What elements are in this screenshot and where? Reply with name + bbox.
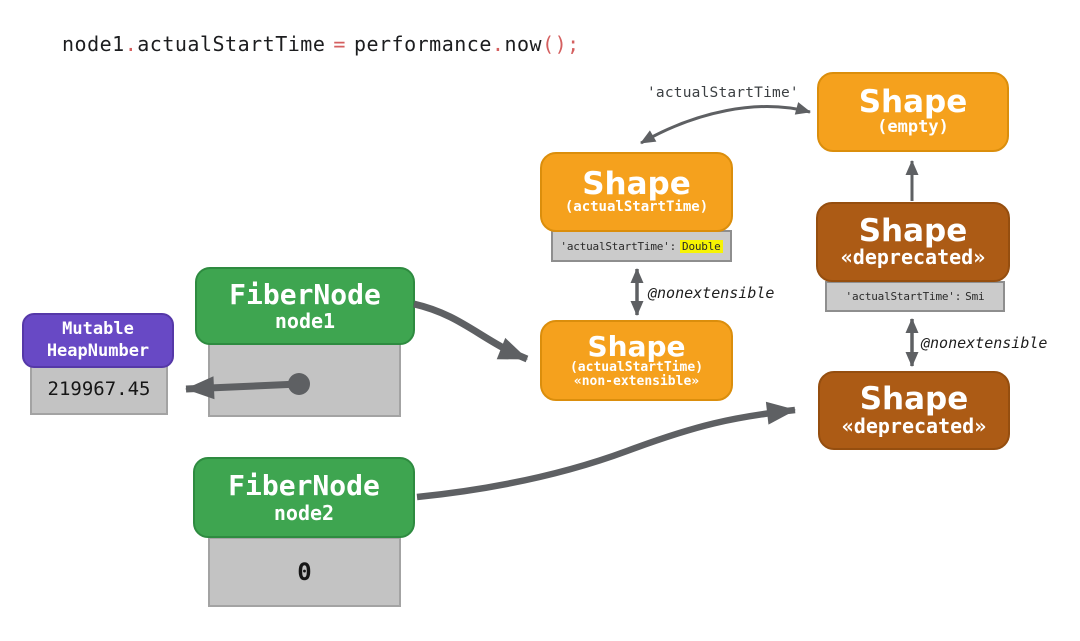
code-call-punctuation: (); bbox=[542, 32, 580, 56]
node2-property-slot: 0 bbox=[208, 537, 401, 607]
shape-empty-box: Shape (empty) bbox=[817, 72, 1009, 152]
descriptor-key: 'actualStartTime': bbox=[845, 290, 962, 303]
fibernode-node1-title: FiberNode bbox=[229, 277, 381, 311]
fibernode-node2-title: FiberNode bbox=[228, 469, 380, 503]
heapnumber-value: 219967.45 bbox=[30, 362, 168, 415]
fibernode-node2-box: FiberNode node2 bbox=[193, 457, 415, 538]
code-dot: . bbox=[124, 32, 138, 56]
shape-nonextensible-title: Shape bbox=[587, 329, 686, 363]
fibernode-node1-name: node1 bbox=[274, 309, 336, 334]
shape-deprecated-top-title: Shape bbox=[858, 212, 968, 249]
edge-label-transition-property: 'actualStartTime' bbox=[647, 85, 799, 101]
shape-nonextensible-subtitle: (actualStartTime) bbox=[569, 360, 704, 376]
mutable-heapnumber-box: Mutable HeapNumber bbox=[22, 313, 174, 368]
shape-actualstarttime-subtitle: (actualStartTime) bbox=[564, 199, 709, 216]
mutable-heapnumber-title-line2: HeapNumber bbox=[46, 340, 150, 361]
edge-transition-actualstarttime bbox=[640, 102, 811, 145]
descriptor-row-smi: 'actualStartTime':Smi bbox=[825, 281, 1005, 312]
shape-deprecated-top-modifier: «deprecated» bbox=[840, 245, 986, 270]
shape-nonextensible-modifier: «non-extensible» bbox=[573, 373, 700, 389]
descriptor-row-double: 'actualStartTime':Double bbox=[551, 230, 732, 262]
shape-empty-title: Shape bbox=[858, 84, 968, 121]
fibernode-node1-box: FiberNode node1 bbox=[195, 267, 415, 345]
edge-label-nonextensible-left: @nonextensible bbox=[648, 284, 775, 302]
shape-nonextensible-box: Shape (actualStartTime) «non-extensible» bbox=[540, 320, 733, 401]
code-object: node1 bbox=[62, 32, 125, 56]
code-property: actualStartTime bbox=[137, 32, 326, 56]
shape-empty-subtitle: (empty) bbox=[877, 116, 949, 137]
code-method: now bbox=[504, 32, 543, 56]
shape-deprecated-top-box: Shape «deprecated» bbox=[816, 202, 1010, 282]
edge-label-nonextensible-right: @nonextensible bbox=[921, 334, 1048, 352]
mutable-heapnumber-title-line1: Mutable bbox=[62, 319, 134, 340]
descriptor-value-double-highlighted: Double bbox=[680, 239, 723, 253]
shape-actualstarttime-title: Shape bbox=[582, 165, 691, 202]
descriptor-value-smi: Smi bbox=[965, 290, 985, 303]
code-dot2: . bbox=[491, 32, 505, 56]
shape-deprecated-bottom-modifier: «deprecated» bbox=[841, 413, 987, 438]
code-callee: performance bbox=[353, 32, 492, 56]
code-assign-operator: = bbox=[333, 32, 346, 56]
descriptor-key: 'actualStartTime': bbox=[560, 239, 677, 253]
shape-deprecated-bottom-box: Shape «deprecated» bbox=[818, 371, 1010, 450]
node1-property-slot bbox=[208, 343, 401, 417]
edge-node2-to-shape bbox=[416, 401, 796, 501]
code-snippet: node1.actualStartTime=performance.now(); bbox=[62, 32, 580, 56]
edge-node1-to-shape bbox=[413, 300, 529, 363]
fibernode-node2-name: node2 bbox=[273, 500, 335, 525]
shape-actualstarttime-box: Shape (actualStartTime) bbox=[540, 152, 733, 232]
shape-deprecated-bottom-title: Shape bbox=[859, 381, 969, 418]
